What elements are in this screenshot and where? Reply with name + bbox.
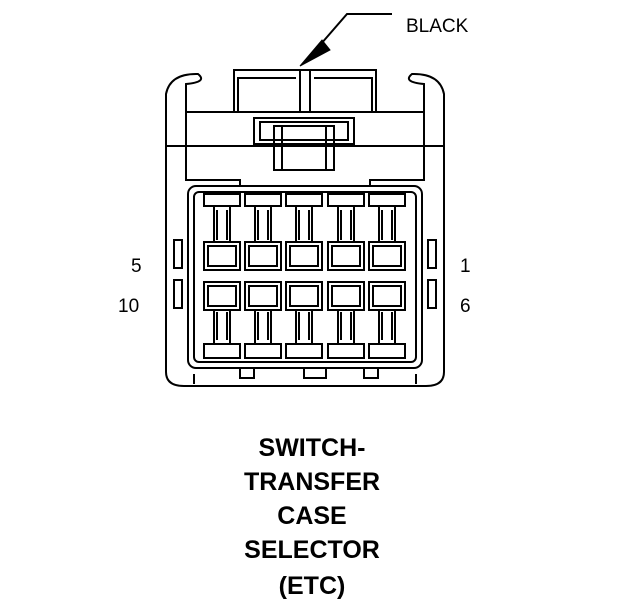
pin-label-5: 5	[131, 256, 142, 277]
title-line: TRANSFER	[244, 468, 380, 496]
callout-label: BLACK	[406, 16, 469, 37]
pin-cavities	[203, 193, 406, 359]
cavity-column	[285, 193, 323, 359]
cavity-column	[244, 193, 282, 359]
pin-label-1: 1	[460, 256, 471, 277]
pin-label-6: 6	[460, 296, 471, 317]
title-line: (ETC)	[279, 572, 346, 600]
title-line: CASE	[277, 502, 346, 530]
cavity-column	[203, 193, 241, 359]
connector-body	[165, 69, 445, 387]
cavity-column	[368, 193, 406, 359]
pin-label-10: 10	[118, 296, 139, 317]
title-line: SWITCH-	[259, 434, 366, 462]
cavity-column	[327, 193, 365, 359]
callout-arrow	[299, 13, 392, 67]
title-line: SELECTOR	[244, 536, 380, 564]
connector-title: SWITCH- TRANSFER CASE SELECTOR (ETC)	[244, 434, 380, 600]
